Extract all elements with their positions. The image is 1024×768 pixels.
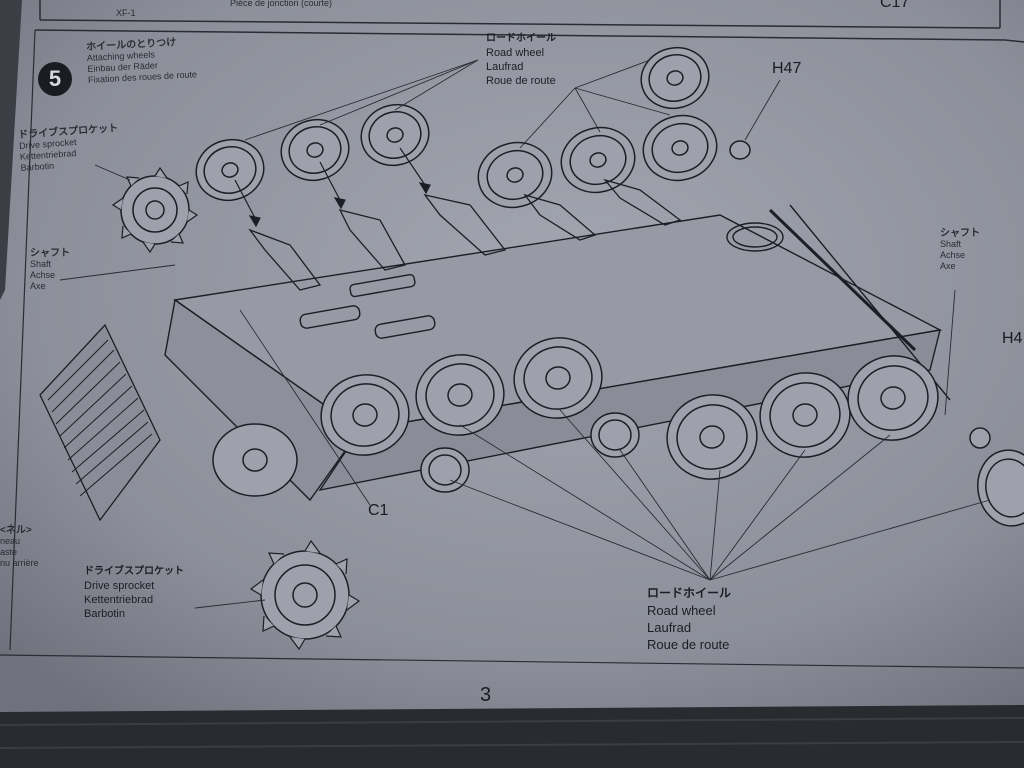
road-wheel-bottom-fr: Roue de route <box>647 637 730 652</box>
desk-stripes <box>0 717 1024 749</box>
assembly-arrows <box>234 147 431 228</box>
lower-road-wheels <box>320 140 1024 527</box>
panel-left-l1: neau <box>0 536 21 546</box>
shaft-right-fr: Axe <box>940 261 956 271</box>
panel-label-left: <ネル> neau aste nu arrière <box>0 525 39 569</box>
road-wheel-label-top: ロードホイール Road wheel Laufrad Roue de route <box>486 32 556 88</box>
part-h-right: H4 <box>1002 330 1023 347</box>
shaft-label-left: シャフト Shaft Achse Axe <box>30 248 70 292</box>
panel-left-jp: <ネル> <box>0 525 32 536</box>
road-wheel-top-jp: ロードホイール <box>486 33 556 44</box>
paper-left-edge <box>0 0 22 300</box>
road-wheel-bottom-en: Road wheel <box>647 603 716 618</box>
page-number: 3 <box>480 684 492 706</box>
top-frame-line <box>39 19 1001 29</box>
drive-sprockets <box>111 166 361 651</box>
top-center-text: Pièce de jonction (courte) <box>230 0 333 8</box>
road-wheel-bottom-de: Laufrad <box>647 620 692 635</box>
top-left-code: XF-1 <box>116 8 136 18</box>
road-wheel-label-bottom: ロードホイール Road wheel Laufrad Roue de route <box>647 585 731 653</box>
drive-sprocket-label-bottom: ドライブスプロケット Drive sprocket Kettentriebrad… <box>84 565 184 621</box>
shaft-left-fr: Axe <box>30 281 46 291</box>
sprocket-bottom-en: Drive sprocket <box>84 580 155 592</box>
shaft-right-de: Achse <box>940 250 966 260</box>
leader-lines <box>59 59 991 609</box>
sprocket-bottom-fr: Barbotin <box>84 608 125 620</box>
road-wheel-top-fr: Roue de route <box>486 75 556 87</box>
step-title: ホイールのとりつけ Attaching wheels Einbau der Rä… <box>86 36 197 86</box>
shaft-label-right: シャフト Shaft Achse Axe <box>940 228 980 272</box>
part-c1: C1 <box>368 502 389 519</box>
upper-road-wheels <box>195 46 718 209</box>
shaft-right-en: Shaft <box>940 239 962 249</box>
suspension-arms <box>248 178 682 291</box>
bottom-frame-line <box>0 654 1024 669</box>
step-number: 5 <box>38 62 72 96</box>
road-wheel-top-de: Laufrad <box>486 61 524 73</box>
part-h47: H47 <box>772 60 802 77</box>
sprocket-bottom-jp: ドライブスプロケット <box>84 566 184 577</box>
sprocket-bottom-de: Kettentriebrad <box>84 594 154 606</box>
shaft-left-en: Shaft <box>30 259 52 269</box>
shaft-right-jp: シャフト <box>940 228 980 239</box>
shaft-left-jp: シャフト <box>30 248 70 259</box>
top-right-code: C17 <box>880 0 910 11</box>
panel-left-l2: aste <box>0 547 18 557</box>
road-wheel-bottom-jp: ロードホイール <box>647 586 732 600</box>
drive-sprocket-label-left: ドライブスプロケット Drive sprocket Kettentriebrad… <box>18 123 121 174</box>
panel-left-l3: nu arrière <box>0 558 39 568</box>
shaft-left-de: Achse <box>30 270 56 280</box>
rear-panel <box>39 323 161 522</box>
step-frame <box>34 29 1024 43</box>
road-wheel-top-en: Road wheel <box>486 47 545 59</box>
